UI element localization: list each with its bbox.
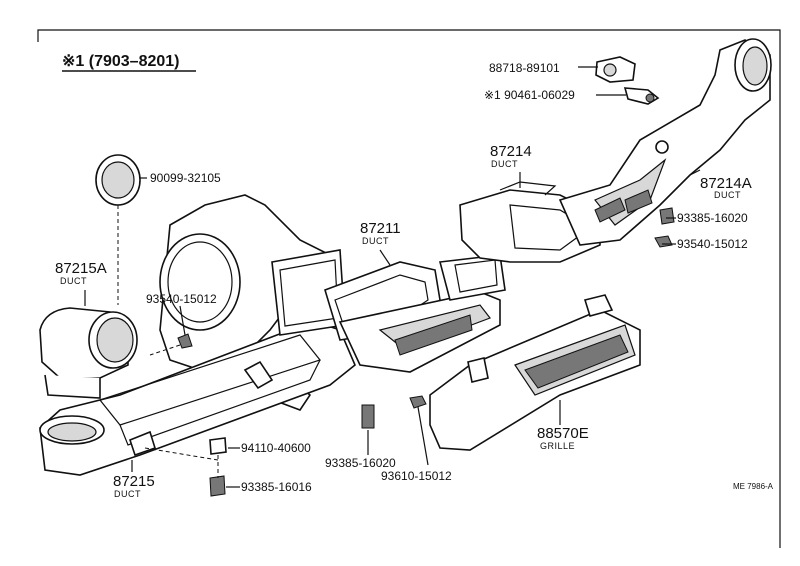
screw-93540-upper-right bbox=[654, 235, 673, 248]
screw-93610 bbox=[409, 395, 427, 409]
period-note: ※1 (7903–8201) bbox=[62, 53, 180, 70]
label-87211: 87211 bbox=[360, 220, 401, 237]
label-87215A: 87215A bbox=[55, 260, 107, 277]
screw-93540-left bbox=[177, 333, 193, 349]
duct-87211 bbox=[271, 249, 506, 373]
duct-87215A bbox=[39, 307, 138, 399]
bolt-93385-lower bbox=[209, 475, 226, 497]
label-93385-16020-upper: 93385-16020 bbox=[677, 211, 748, 225]
label-87214: 87214 bbox=[490, 143, 532, 160]
duct-87215 bbox=[39, 319, 356, 476]
dash-lower bbox=[144, 447, 219, 478]
label-93610-15012: 93610-15012 bbox=[381, 469, 452, 483]
dash-left-screw bbox=[149, 344, 181, 356]
label-93540-15012-upper: 93540-15012 bbox=[677, 237, 748, 251]
label-88718-89101: 88718-89101 bbox=[489, 61, 560, 75]
bolt-93385-upper-right bbox=[659, 207, 675, 225]
diagram-frame bbox=[37, 29, 781, 548]
bolt-93385-center bbox=[361, 404, 375, 429]
nut-94110 bbox=[209, 437, 227, 455]
label-88570E-sub: GRILLE bbox=[540, 441, 575, 451]
label-93540-15012-left: 93540-15012 bbox=[146, 292, 217, 306]
label-87214A: 87214A bbox=[700, 175, 752, 192]
duct-87214A bbox=[558, 38, 772, 246]
label-94110-40600: 94110-40600 bbox=[241, 441, 311, 455]
gasket-90099 bbox=[95, 154, 141, 206]
label-87215: 87215 bbox=[113, 473, 155, 490]
label-88570E: 88570E bbox=[537, 425, 589, 442]
clip-88718 bbox=[595, 56, 636, 83]
label-87211-sub: DUCT bbox=[362, 236, 389, 246]
label-90099-32105: 90099-32105 bbox=[150, 171, 221, 185]
label-87214-sub: DUCT bbox=[491, 159, 518, 169]
grille-88570E bbox=[429, 294, 641, 451]
figure-code: ME 7986-A bbox=[733, 482, 774, 491]
label-87215A-sub: DUCT bbox=[60, 276, 87, 286]
label-87214A-sub: DUCT bbox=[714, 190, 741, 200]
label-90461-06029: ※1 90461-06029 bbox=[484, 88, 575, 102]
leader-lines bbox=[84, 66, 701, 488]
label-87215-sub: DUCT bbox=[114, 489, 141, 499]
label-93385-16016: 93385-16016 bbox=[241, 480, 312, 494]
label-93385-16020-center: 93385-16020 bbox=[325, 456, 396, 470]
clip-90461 bbox=[623, 87, 660, 105]
